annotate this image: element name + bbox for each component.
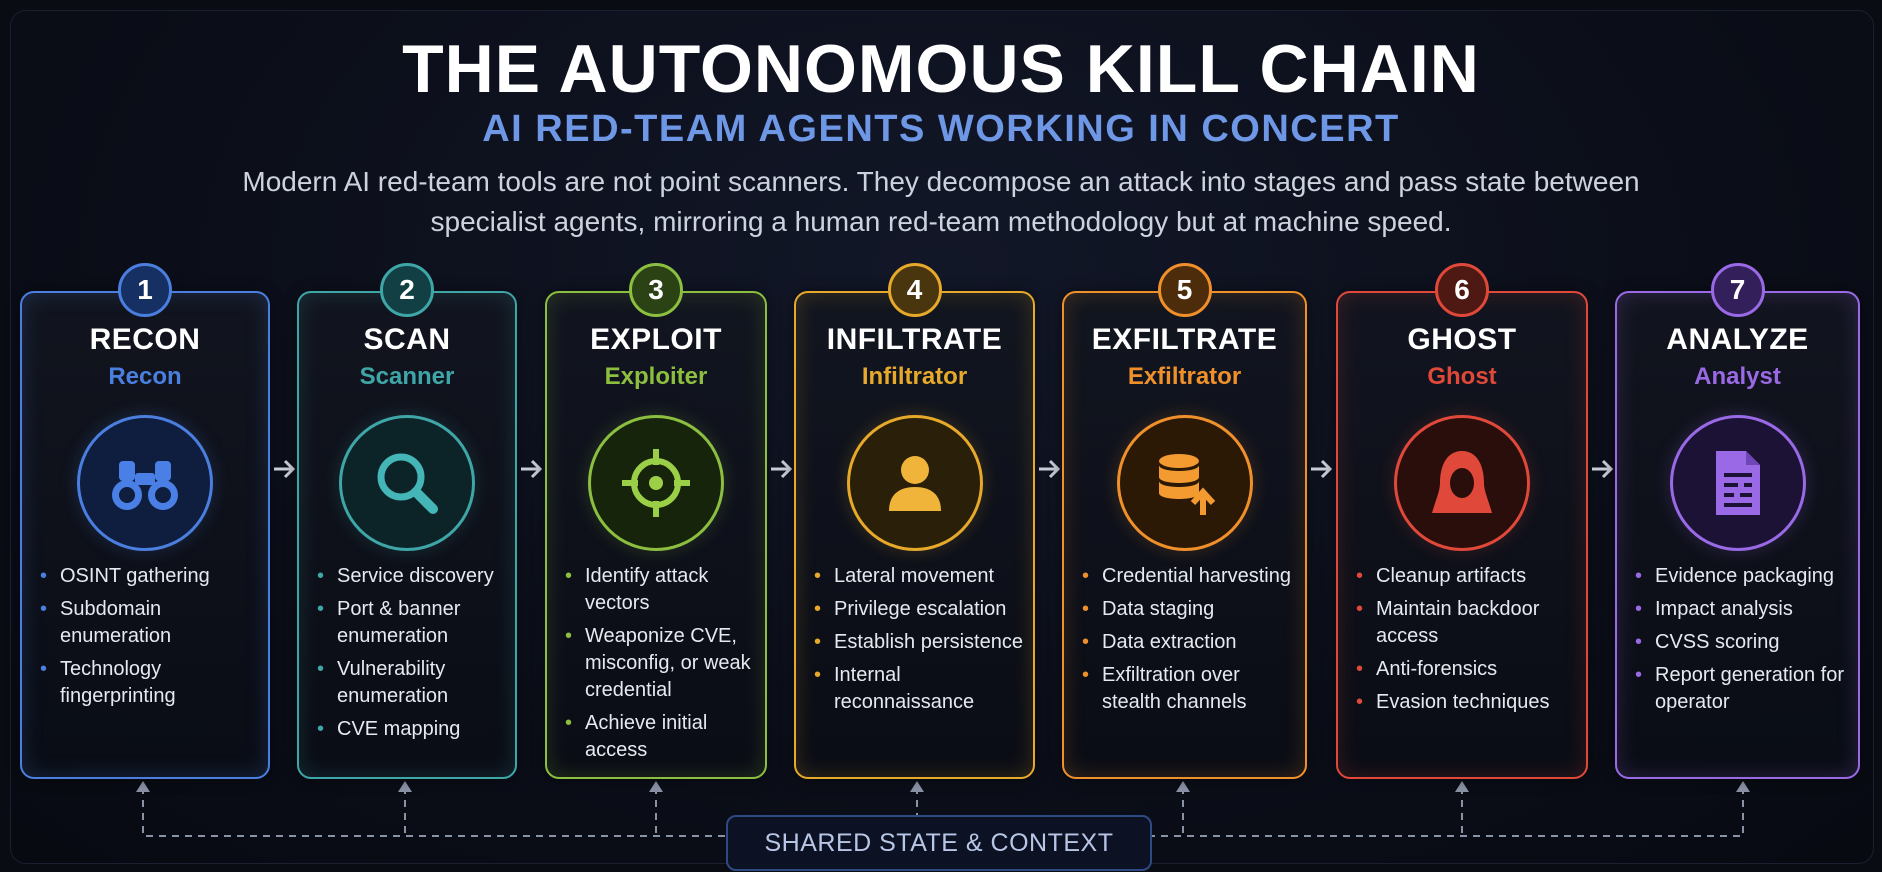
- user-icon: [846, 415, 983, 551]
- list-item: Impact analysis: [1635, 596, 1848, 623]
- agent-name: Exfiltrator: [1127, 363, 1242, 390]
- agent-name: Recon: [108, 363, 182, 390]
- list-item: Internal reconnaissance: [814, 662, 1023, 716]
- report-document-icon: [1669, 415, 1806, 551]
- stage-bullet-list: Service discovery Port & banner enumerat…: [317, 563, 505, 749]
- stage-card-analyze: 7 ANALYZE Analyst Evidence packaging Imp…: [1615, 263, 1860, 779]
- binoculars-icon: [77, 415, 213, 551]
- list-item: Achieve initial access: [565, 710, 755, 764]
- stage-title: RECON: [89, 323, 201, 356]
- flow-arrow-icon: [274, 459, 296, 479]
- stage-number-badge: 4: [887, 263, 942, 317]
- list-item: Evasion techniques: [1356, 689, 1576, 716]
- stage-title: EXFILTRATE: [1091, 323, 1278, 356]
- stage-card-exfiltrate: 5 EXFILTRATE Exfiltrator Credential harv…: [1062, 263, 1307, 779]
- flow-arrow-icon: [1039, 459, 1061, 479]
- list-item: Privilege escalation: [814, 596, 1023, 623]
- database-upload-icon: [1116, 415, 1253, 551]
- list-item: CVSS scoring: [1635, 629, 1848, 656]
- list-item: Cleanup artifacts: [1356, 563, 1576, 590]
- list-item: OSINT gathering: [40, 563, 258, 590]
- stage-card-exploit: 3 EXPLOIT Exploiter Identify attack vect…: [545, 263, 767, 779]
- page-subtitle: AI RED-TEAM AGENTS WORKING IN CONCERT: [482, 108, 1400, 150]
- stage-number-badge: 6: [1435, 263, 1489, 317]
- list-item: Credential harvesting: [1082, 563, 1295, 590]
- agent-name: Analyst: [1694, 363, 1781, 390]
- stage-title: GHOST: [1407, 323, 1517, 356]
- list-item: Weaponize CVE, misconfig, or weak creden…: [565, 623, 755, 704]
- list-item: Report generation for operator: [1635, 662, 1848, 716]
- stage-bullet-list: Credential harvesting Data staging Data …: [1082, 563, 1295, 722]
- agent-name: Ghost: [1427, 363, 1497, 390]
- stage-number-badge: 5: [1157, 263, 1212, 317]
- stage-number-badge: 7: [1710, 263, 1765, 317]
- flow-arrow-icon: [1592, 459, 1614, 479]
- stage-number-badge: 1: [118, 263, 172, 317]
- list-item: Port & banner enumeration: [317, 596, 505, 650]
- list-item: Identify attack vectors: [565, 563, 755, 617]
- stage-bullet-list: OSINT gathering Subdomain enumeration Te…: [40, 563, 258, 716]
- stage-bullet-list: Cleanup artifacts Maintain backdoor acce…: [1356, 563, 1576, 722]
- list-item: Service discovery: [317, 563, 505, 590]
- list-item: Lateral movement: [814, 563, 1023, 590]
- list-item: Establish persistence: [814, 629, 1023, 656]
- page-description: Modern AI red-team tools are not point s…: [242, 166, 1640, 237]
- page-title: THE AUTONOMOUS KILL CHAIN: [402, 31, 1480, 107]
- list-item: Vulnerability enumeration: [317, 656, 505, 710]
- magnifier-icon: [339, 415, 475, 551]
- stage-bullet-list: Identify attack vectors Weaponize CVE, m…: [565, 563, 755, 770]
- agent-name: Exploiter: [604, 363, 708, 390]
- stage-number-badge: 2: [380, 263, 434, 317]
- list-item: Evidence packaging: [1635, 563, 1848, 590]
- flow-arrow-icon: [1311, 459, 1333, 479]
- list-item: Exfiltration over stealth channels: [1082, 662, 1295, 716]
- stage-card-ghost: 6 GHOST Ghost Cleanup artifacts Maintain…: [1336, 263, 1588, 779]
- stage-title: INFILTRATE: [826, 323, 1003, 356]
- crosshair-icon: [588, 415, 724, 551]
- hooded-figure-icon: [1394, 415, 1530, 551]
- stage-card-infiltrate: 4 INFILTRATE Infiltrator Lateral movemen…: [794, 263, 1035, 779]
- stage-title: EXPLOIT: [590, 323, 722, 356]
- stage-card-recon: 1 RECON Recon OSINT gathering Subdomain …: [20, 263, 270, 779]
- list-item: Data staging: [1082, 596, 1295, 623]
- stage-title: SCAN: [363, 323, 451, 356]
- shared-state-box: SHARED STATE & CONTEXT: [726, 815, 1152, 871]
- agent-name: Scanner: [359, 363, 455, 390]
- stage-number-badge: 3: [629, 263, 683, 317]
- stage-bullet-list: Lateral movement Privilege escalation Es…: [814, 563, 1023, 722]
- agent-name: Infiltrator: [861, 363, 968, 390]
- stage-card-scan: 2 SCAN Scanner Service discovery Port & …: [297, 263, 517, 779]
- list-item: Data extraction: [1082, 629, 1295, 656]
- list-item: CVE mapping: [317, 716, 505, 743]
- list-item: Anti-forensics: [1356, 656, 1576, 683]
- flow-arrow-icon: [771, 459, 793, 479]
- list-item: Technology fingerprinting: [40, 656, 258, 710]
- list-item: Subdomain enumeration: [40, 596, 258, 650]
- list-item: Maintain backdoor access: [1356, 596, 1576, 650]
- stage-title: ANALYZE: [1666, 323, 1809, 356]
- stage-bullet-list: Evidence packaging Impact analysis CVSS …: [1635, 563, 1848, 722]
- flow-arrow-icon: [521, 459, 543, 479]
